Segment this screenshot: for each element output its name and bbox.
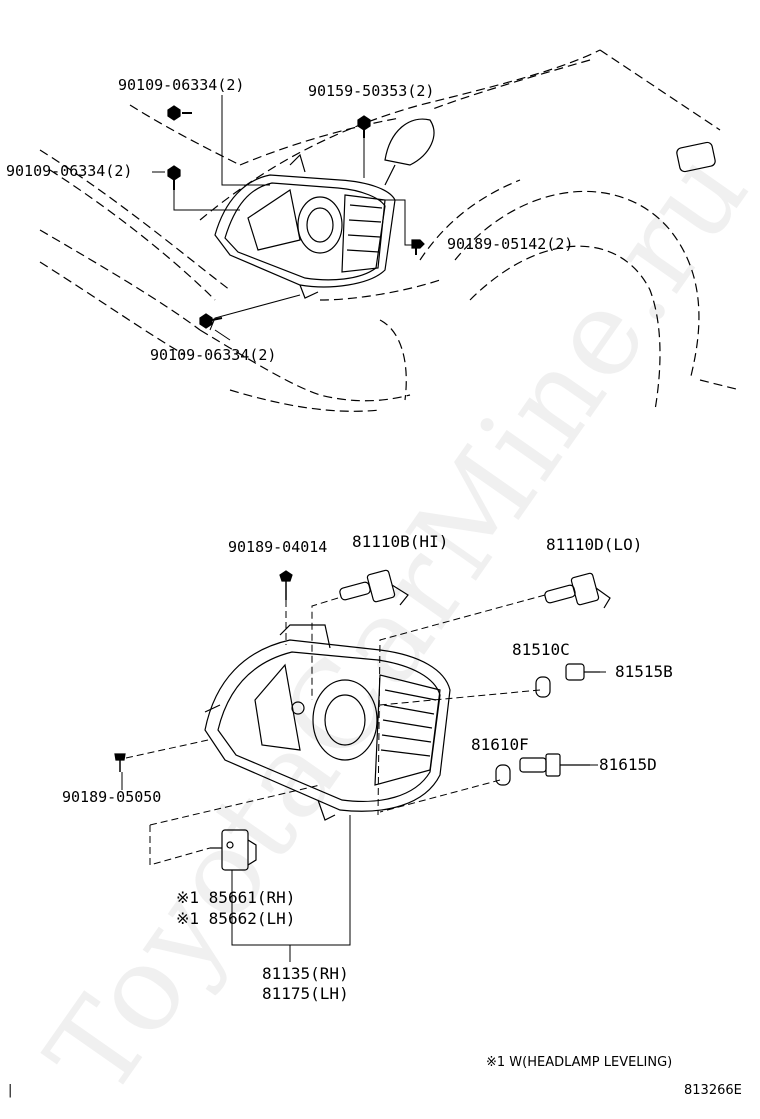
lower-leader-lines — [121, 594, 606, 962]
label-bolt-left: 90109-06334(2) — [6, 162, 133, 180]
screw-top-lower-icon — [279, 570, 293, 600]
headlamp-upper-drawing — [214, 153, 396, 299]
label-bolt-top: 90109-06334(2) — [118, 76, 245, 94]
label-screw-top: 90159-50353(2) — [308, 82, 435, 100]
leveling-actuator-icon — [210, 829, 257, 871]
label-actuator-rh: ※1 85661(RH) — [176, 888, 296, 907]
label-turn-socket: 81610F — [471, 735, 529, 754]
bolt-bottom-icon — [199, 313, 223, 329]
bulb-hi-icon — [339, 569, 409, 606]
bolt-top-icon — [167, 105, 192, 121]
side-bulb-icon — [565, 663, 600, 681]
label-bulb-hi: 81110B(HI) — [352, 532, 449, 551]
screw-top-icon — [357, 115, 371, 138]
label-assembly-lh: 81175(LH) — [262, 984, 349, 1003]
label-screw-top-lower: 90189-04014 — [228, 538, 328, 556]
side-socket-icon — [535, 676, 551, 698]
bulb-lo-icon — [544, 572, 611, 609]
vehicle-front-outline — [39, 49, 741, 412]
screw-left-icon — [114, 753, 126, 772]
turn-bulb-icon — [519, 753, 590, 777]
label-side-bulb: 81515B — [615, 662, 673, 681]
label-clip-right: 90189-05142(2) — [447, 235, 574, 253]
bolt-left-icon — [167, 165, 181, 190]
turn-socket-icon — [495, 764, 511, 786]
label-bolt-bottom: 90109-06334(2) — [150, 346, 277, 364]
label-assembly-rh: 81135(RH) — [262, 964, 349, 983]
upper-leader-lines — [152, 95, 412, 341]
diagram-code: 813266E — [684, 1083, 742, 1098]
clip-right-icon — [411, 239, 425, 255]
label-side-socket: 81510C — [512, 640, 570, 659]
label-bulb-lo: 81110D(LO) — [546, 535, 643, 554]
label-screw-left: 90189-05050 — [62, 788, 162, 806]
corner-mark: | — [8, 1083, 13, 1098]
headlamp-assembly-drawing — [204, 624, 451, 821]
label-actuator-lh: ※1 85662(LH) — [176, 909, 296, 928]
footnote: ※1 W(HEADLAMP LEVELING) — [486, 1055, 673, 1070]
label-turn-bulb: 81615D — [599, 755, 657, 774]
